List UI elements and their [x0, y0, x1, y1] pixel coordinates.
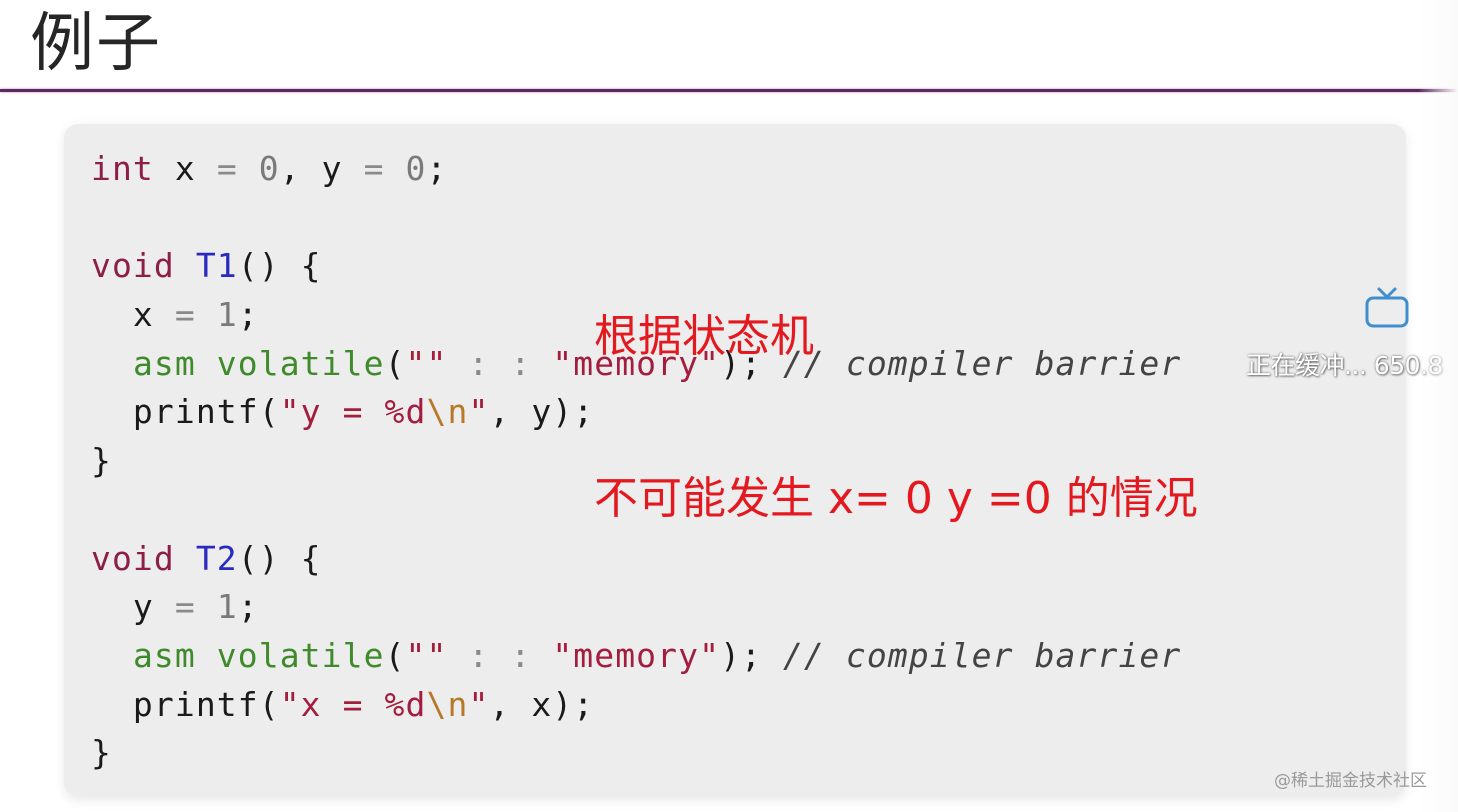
code-token	[196, 587, 217, 626]
code-token: (	[384, 635, 406, 675]
annotation-line-2: 不可能发生 x= 0 y =0 的情况	[594, 473, 1198, 524]
code-token: ""	[405, 343, 448, 383]
code-token: , y);	[489, 392, 595, 432]
code-token: "	[468, 684, 490, 724]
code-token: \n	[426, 684, 469, 724]
code-line: asm volatile("" : : "memory"); // compil…	[91, 632, 1181, 681]
code-token: (	[384, 343, 406, 383]
red-annotation: 根据状态机 不可能发生 x= 0 y =0 的情况	[594, 202, 1198, 580]
code-token: }	[91, 733, 112, 773]
code-token: ;	[237, 295, 259, 335]
watermark: @稀土掘金技术社区	[1274, 771, 1427, 791]
code-token: "	[468, 392, 490, 432]
code-token: asm volatile	[132, 635, 385, 675]
code-token: T1	[195, 246, 238, 286]
code-token: =	[363, 149, 385, 188]
code-token: // compiler barrier	[782, 635, 1182, 675]
code-line: y = 1;	[91, 583, 1181, 632]
code-token: 0	[258, 149, 280, 188]
code-token: x	[91, 295, 175, 335]
slide-title: 例子	[30, 7, 162, 81]
code-token: 1	[216, 295, 238, 335]
code-token: printf(	[91, 392, 280, 432]
code-token: void	[91, 538, 175, 578]
code-token: }	[91, 441, 112, 481]
code-token	[91, 344, 133, 383]
video-buffering-indicator: 正在缓冲... 650.8	[1246, 286, 1458, 386]
code-token: "x = %d	[279, 684, 427, 724]
title-divider	[0, 89, 1458, 92]
code-token	[196, 295, 217, 334]
code-token: =	[174, 587, 196, 627]
code-line: printf("x = %d\n", x);	[91, 681, 1181, 730]
code-line: void T2() {	[91, 535, 1181, 584]
code-line: }	[91, 437, 1181, 486]
code-token: \n	[426, 392, 469, 432]
code-token: =	[174, 295, 196, 335]
code-line: printf("y = %d\n", y);	[91, 388, 1181, 437]
code-token: () {	[237, 538, 322, 578]
code-token: "memory"	[552, 635, 721, 675]
code-token: asm volatile	[132, 343, 385, 383]
right-edge-fade	[1418, 0, 1458, 812]
code-token: void	[91, 246, 175, 286]
annotation-line-1: 根据状态机	[594, 311, 814, 362]
code-token	[91, 636, 133, 675]
code-line: int x = 0, y = 0;	[91, 145, 1181, 194]
code-token: // compiler barrier	[782, 343, 1182, 383]
tv-icon	[1365, 287, 1409, 328]
code-token: ;	[426, 149, 448, 188]
code-line: }	[91, 729, 1181, 778]
code-line: x = 1;	[91, 291, 1181, 340]
code-token: : :	[447, 343, 553, 383]
code-token: printf(	[91, 684, 280, 724]
code-token: x	[153, 149, 217, 188]
code-token	[238, 149, 259, 188]
code-token: );	[720, 635, 783, 675]
code-token: 0	[405, 149, 427, 188]
code-token: "y = %d	[279, 392, 427, 432]
code-token: y	[91, 587, 175, 627]
code-line: asm volatile("" : : "memory"); // compil…	[91, 340, 1181, 389]
buffering-status-text: 正在缓冲... 650.8	[1246, 351, 1443, 380]
code-token: ;	[237, 587, 259, 627]
code-line: void T1() {	[91, 242, 1181, 291]
code-token: () {	[237, 246, 322, 286]
code-token: );	[720, 343, 783, 383]
code-block: int x = 0, y = 0; void T1() { x = 1; asm…	[91, 145, 1181, 778]
code-token	[175, 246, 196, 285]
code-token	[175, 539, 196, 578]
code-token: int	[91, 149, 154, 188]
code-token: =	[216, 149, 238, 188]
code-token: 1	[216, 587, 238, 627]
code-token: ""	[405, 635, 448, 675]
code-token: "memory"	[552, 343, 721, 383]
code-block-card	[64, 124, 1406, 796]
code-token: : :	[447, 635, 553, 675]
code-token: , x);	[489, 684, 595, 724]
code-token	[385, 149, 406, 188]
code-token: T2	[195, 538, 238, 578]
code-token: , y	[279, 149, 364, 188]
